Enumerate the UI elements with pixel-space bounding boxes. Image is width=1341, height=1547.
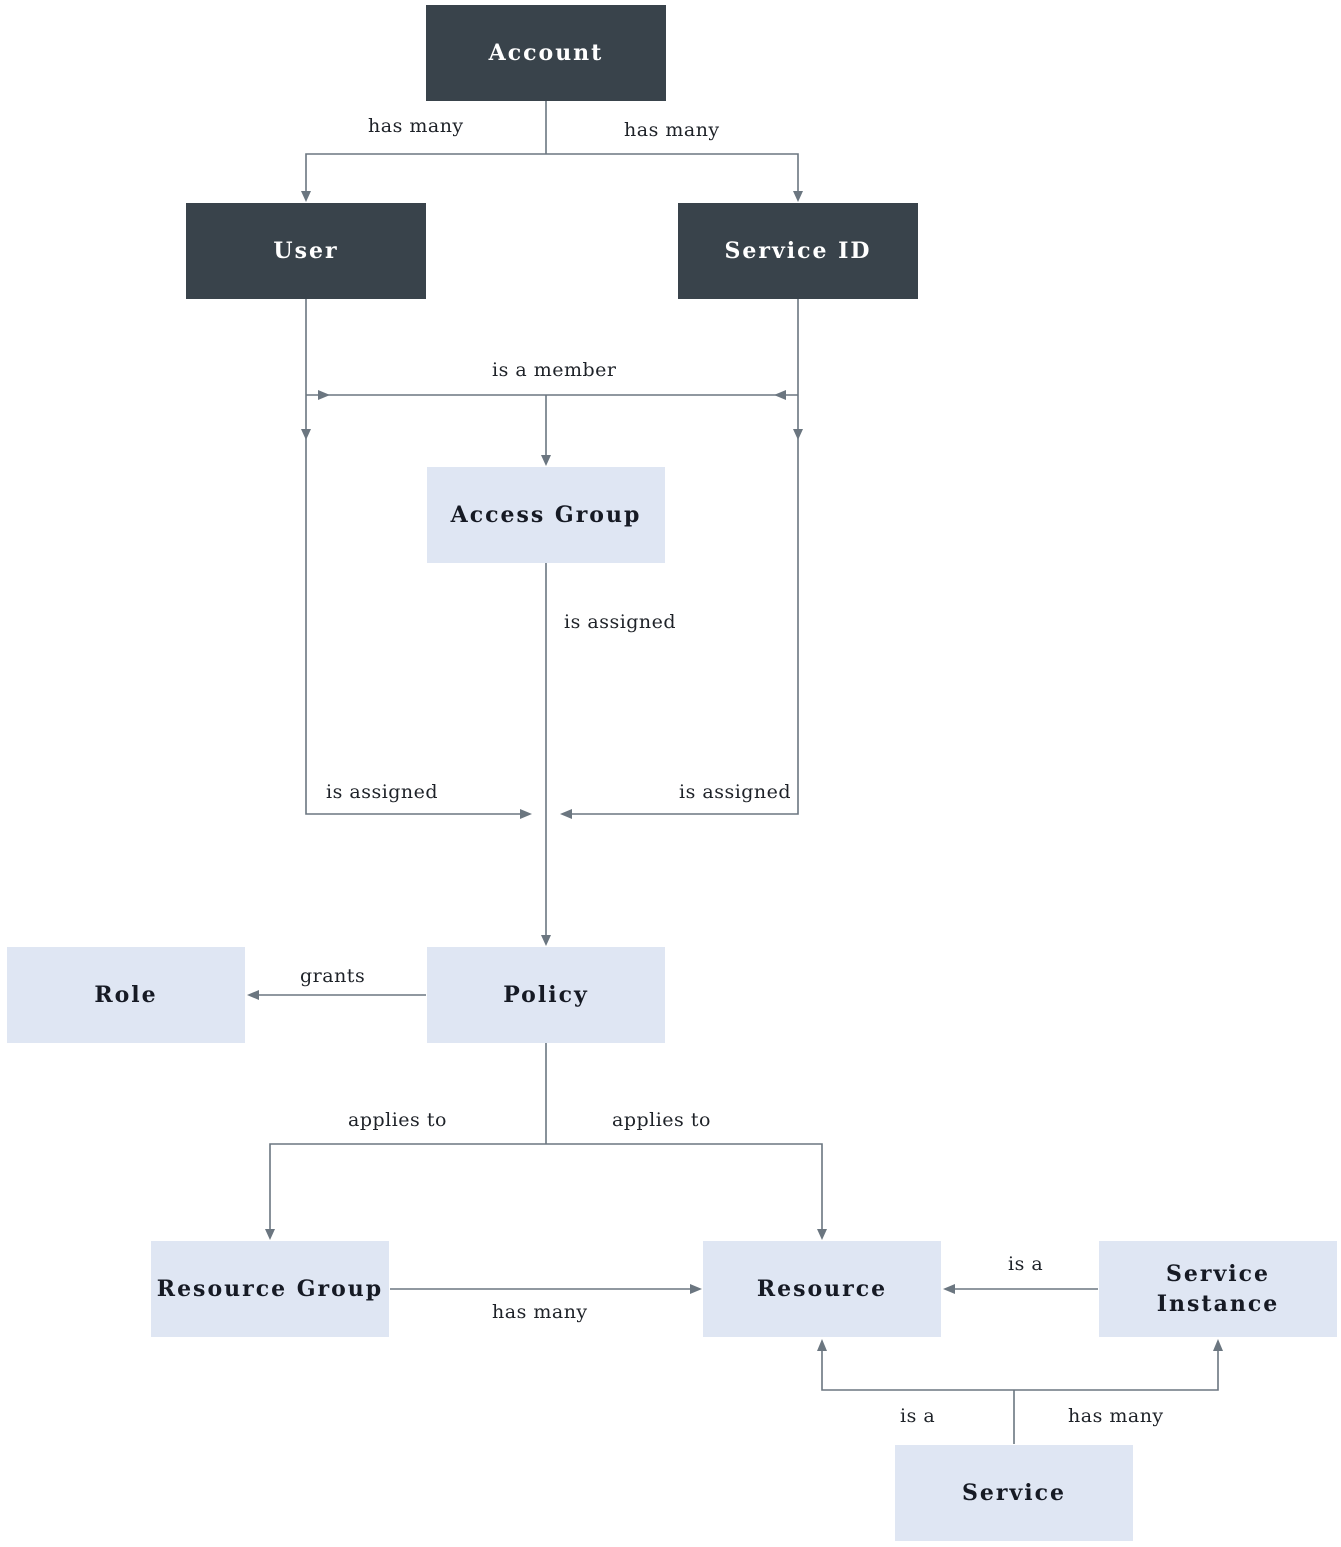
node-service-id: Service ID <box>678 203 918 299</box>
node-service-instance-label: Service Instance <box>1156 1261 1280 1317</box>
arrow-instance-to-resource <box>943 1284 955 1294</box>
label-service-resource: is a <box>900 1405 936 1427</box>
node-access-group: Access Group <box>427 467 665 563</box>
arrow-to-policy <box>541 935 551 946</box>
node-service-label: Service <box>961 1480 1066 1506</box>
node-service: Service <box>895 1445 1133 1541</box>
node-service-id-label: Service ID <box>724 238 872 264</box>
arrow-member-right <box>774 390 786 400</box>
arrow-service-to-instance <box>1213 1339 1223 1351</box>
edge-service-id-policy <box>570 299 799 815</box>
node-resource: Resource <box>703 1241 941 1337</box>
arrow-to-resource <box>817 1229 827 1240</box>
label-policy-resource-group: applies to <box>348 1109 447 1131</box>
label-instance-resource: is a <box>1008 1253 1044 1275</box>
arrow-rg-to-resource <box>690 1284 702 1294</box>
node-account-label: Account <box>488 40 604 66</box>
arrow-service-to-resource <box>817 1339 827 1351</box>
label-policy-role: grants <box>300 965 366 987</box>
edge-service-resource <box>821 1350 1014 1391</box>
arrow-to-service-id <box>793 191 803 202</box>
node-user-label: User <box>273 238 339 264</box>
node-role-label: Role <box>94 982 158 1008</box>
label-group-assigned: is assigned <box>564 611 677 633</box>
label-user-assigned: is assigned <box>326 781 439 803</box>
arrow-user-down <box>301 429 311 440</box>
edge-user-policy <box>305 299 522 815</box>
arrow-member-left <box>318 390 330 400</box>
node-role: Role <box>7 947 245 1043</box>
label-account-service-id: has many <box>624 119 720 141</box>
label-service-id-assigned: is assigned <box>679 781 792 803</box>
node-resource-group: Resource Group <box>151 1241 389 1337</box>
arrow-to-access-group <box>541 455 551 466</box>
node-resource-label: Resource <box>756 1276 888 1302</box>
label-member: is a member <box>492 359 617 381</box>
node-access-group-label: Access Group <box>450 502 642 528</box>
arrow-to-user <box>301 191 311 202</box>
edge-service-instance <box>1014 1350 1219 1391</box>
label-service-instance: has many <box>1068 1405 1164 1427</box>
label-resource-group-resource: has many <box>492 1301 588 1323</box>
arrow-to-role <box>247 990 259 1000</box>
node-service-instance: Service Instance <box>1099 1241 1337 1337</box>
node-resource-group-label: Resource Group <box>156 1276 384 1302</box>
label-account-user: has many <box>368 115 464 137</box>
edge-policy-resource <box>546 1143 823 1230</box>
edge-account-service-id <box>546 153 799 192</box>
edge-policy-resource-group <box>269 1143 546 1230</box>
edge-account-user <box>305 153 546 192</box>
label-policy-resource: applies to <box>612 1109 711 1131</box>
node-account: Account <box>426 5 666 101</box>
node-policy-label: Policy <box>503 982 589 1008</box>
arrow-user-policy <box>520 809 532 819</box>
node-policy: Policy <box>427 947 665 1043</box>
arrow-to-resource-group <box>265 1229 275 1240</box>
node-user: User <box>186 203 426 299</box>
arrow-service-id-policy <box>560 809 572 819</box>
arrow-service-id-down <box>793 429 803 440</box>
